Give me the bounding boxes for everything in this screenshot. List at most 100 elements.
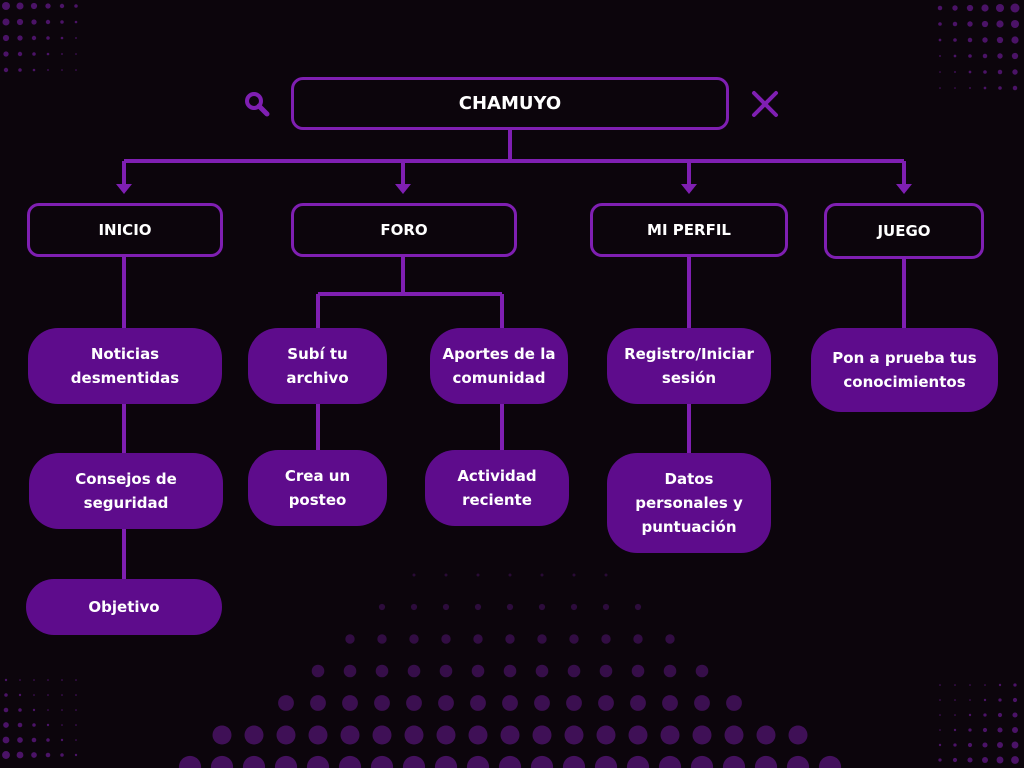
decor-dot xyxy=(75,53,77,55)
decor-dot xyxy=(402,755,426,768)
decor-dot xyxy=(954,71,956,73)
decor-dot xyxy=(500,725,520,745)
decor-dot xyxy=(937,5,943,11)
decor-dot xyxy=(982,53,988,59)
decor-dot xyxy=(663,664,677,678)
leaf-registro-iniciar-sesion: Registro/Iniciar sesión xyxy=(607,328,771,404)
leaf-crea-un-posteo: Crea un posteo xyxy=(248,450,387,526)
decor-dot xyxy=(377,634,387,644)
decor-dot xyxy=(954,714,956,716)
decor-dot xyxy=(982,742,988,748)
category-inicio: INICIO xyxy=(27,203,223,257)
decor-dot xyxy=(598,695,614,711)
decor-dot xyxy=(601,634,611,644)
category-label: MI PERFIL xyxy=(647,221,731,239)
decor-dot xyxy=(471,664,485,678)
decor-dot xyxy=(1010,3,1020,13)
decor-dot xyxy=(45,752,51,758)
decor-dot xyxy=(374,695,390,711)
decor-dot xyxy=(968,70,972,74)
decor-dot xyxy=(19,679,21,681)
root-label: CHAMUYO xyxy=(458,93,562,114)
decor-dot xyxy=(244,725,264,745)
decor-dot xyxy=(32,68,36,72)
leaf-consejos-de-seguridad: Consejos de seguridad xyxy=(29,453,223,529)
decor-dot xyxy=(756,725,776,745)
decor-dot xyxy=(18,708,22,712)
category-juego: JUEGO xyxy=(824,203,984,259)
decor-dot xyxy=(1012,85,1018,91)
decor-dot xyxy=(3,722,9,728)
decor-dot xyxy=(75,694,77,696)
decor-dot xyxy=(969,684,971,686)
decor-dot xyxy=(939,714,941,716)
decor-dot xyxy=(996,36,1004,44)
decor-dot xyxy=(438,695,454,711)
connector-foro-branches xyxy=(316,257,504,328)
decor-dot xyxy=(409,634,419,644)
decor-dot xyxy=(210,755,234,768)
arrow-head xyxy=(896,184,912,194)
decor-dot xyxy=(2,751,10,759)
decor-dot xyxy=(996,756,1004,764)
decor-dot xyxy=(692,725,712,745)
decor-dot xyxy=(631,664,645,678)
decor-dot xyxy=(370,755,394,768)
decor-dot xyxy=(32,723,36,727)
decor-dot xyxy=(345,634,355,644)
decor-dot xyxy=(32,708,36,712)
decor-dot xyxy=(1011,741,1019,749)
decor-dot xyxy=(502,695,518,711)
decor-dot xyxy=(626,755,650,768)
decor-dot xyxy=(476,573,480,577)
close-icon[interactable] xyxy=(750,89,780,119)
decor-dot xyxy=(306,755,330,768)
decor-dot xyxy=(439,664,453,678)
decor-dot xyxy=(505,634,515,644)
decor-dot xyxy=(534,695,550,711)
decor-dot xyxy=(473,634,483,644)
decor-dot xyxy=(938,758,942,762)
decor-dot xyxy=(939,55,941,57)
decor-dot xyxy=(953,38,957,42)
decor-dot xyxy=(690,755,714,768)
decor-dot xyxy=(412,573,416,577)
decor-dot xyxy=(996,20,1004,28)
decor-dot xyxy=(981,20,989,28)
decor-dot xyxy=(665,634,675,644)
decor-dot xyxy=(470,695,486,711)
category-label: INICIO xyxy=(98,221,152,239)
decor-dot xyxy=(436,725,456,745)
arrow-head xyxy=(116,184,132,194)
decor-dot xyxy=(33,679,35,681)
decor-dot xyxy=(17,737,23,743)
decor-dot xyxy=(74,20,78,24)
decor-dot xyxy=(308,725,328,745)
leaf-actividad-reciente: Actividad reciente xyxy=(425,450,569,526)
decor-dot xyxy=(982,37,988,43)
decor-dot xyxy=(278,695,294,711)
decor-dot xyxy=(3,51,9,57)
decor-dot xyxy=(404,725,424,745)
decor-dot xyxy=(1010,19,1020,29)
decor-dot xyxy=(340,725,360,745)
decor-dot xyxy=(3,67,9,73)
decor-dot xyxy=(658,755,682,768)
search-icon[interactable] xyxy=(242,89,272,119)
decor-dot xyxy=(45,3,51,9)
decor-dot xyxy=(46,738,50,742)
decor-dot xyxy=(444,573,448,577)
decor-dot xyxy=(441,634,451,644)
leaf-datos-personales-y-puntuacion: Datos personales y puntuación xyxy=(607,453,771,553)
decor-dot xyxy=(726,695,742,711)
decor-dot xyxy=(953,728,957,732)
category-label: FORO xyxy=(380,221,428,239)
decor-dot xyxy=(982,757,988,763)
decor-dot xyxy=(30,2,38,10)
decor-dot xyxy=(1012,712,1018,718)
decor-dot xyxy=(983,698,987,702)
decor-dot xyxy=(18,68,22,72)
decor-dot xyxy=(630,695,646,711)
decor-dot xyxy=(967,757,973,763)
decor-dot xyxy=(952,5,958,11)
